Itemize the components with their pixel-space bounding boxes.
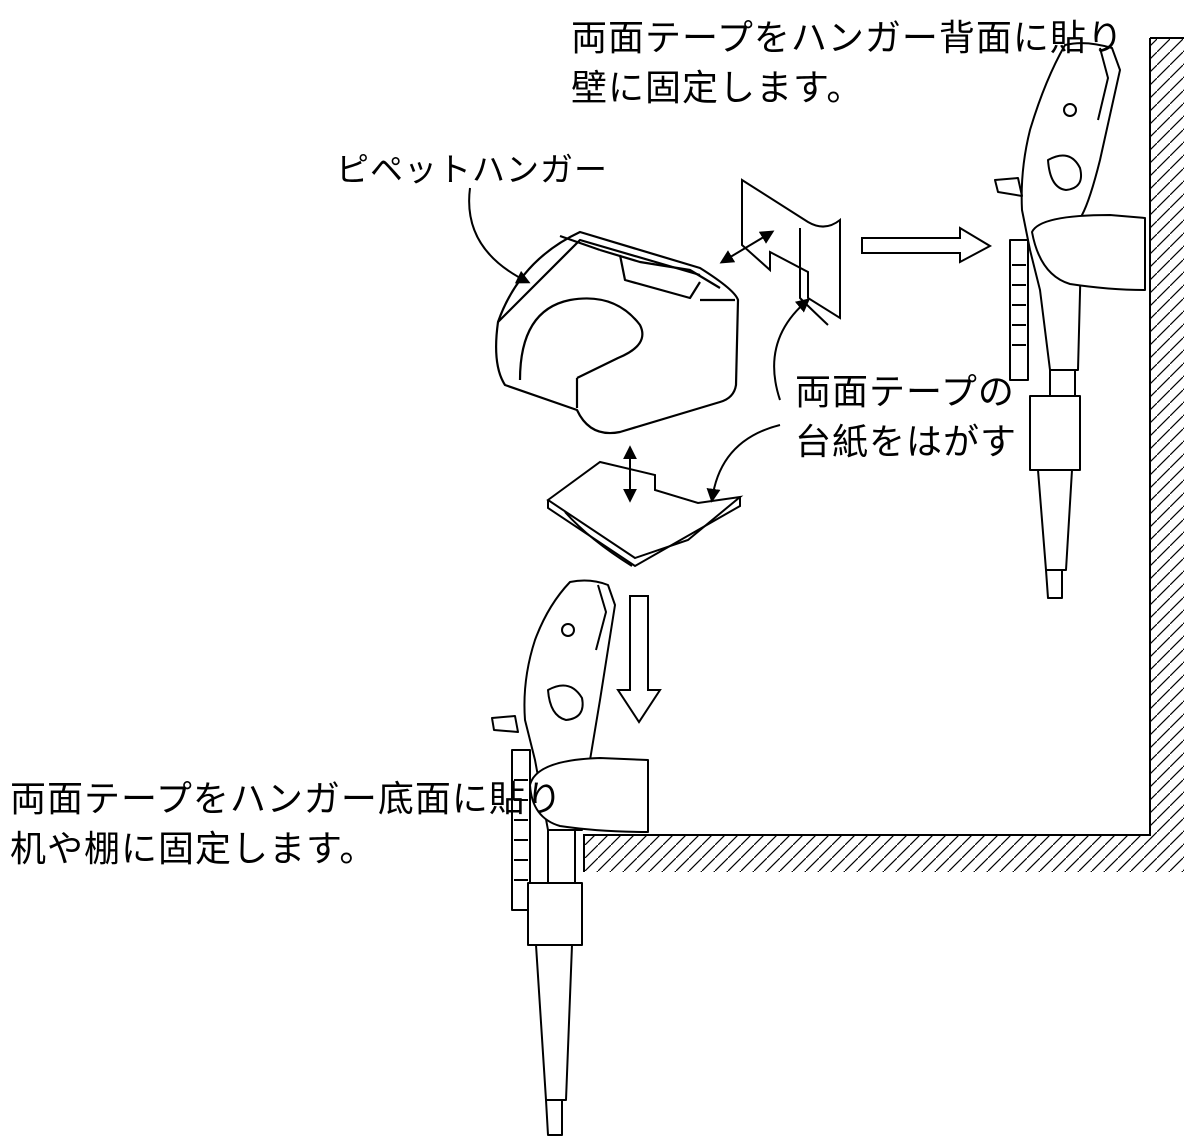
peel-backing-label-line2: 台紙をはがす (795, 422, 1018, 463)
wall-and-shelf (583, 37, 1184, 872)
wall-mount-caption-line2: 壁に固定します。 (571, 68, 864, 109)
desk-mount-caption-line2: 机や棚に固定します。 (10, 829, 377, 870)
tape-sheet-bottom (546, 460, 744, 568)
peel-arrows (468, 187, 811, 503)
desk-mount-caption-line1: 両面テープをハンガー底面に貼り (10, 779, 563, 820)
pipette-hanger-illustration (495, 230, 740, 435)
wall-mount-caption-line1: 両面テープをハンガー背面に貼り (571, 18, 1124, 59)
pipette-hanger-label: ピペットハンガー (336, 150, 608, 189)
pipette-wall-mounted (994, 42, 1146, 599)
tape-sheet-back (741, 178, 841, 326)
pipette-shelf-mounted (491, 579, 649, 1136)
direction-arrows (616, 226, 993, 724)
peel-backing-label-line1: 両面テープの (795, 372, 1015, 413)
